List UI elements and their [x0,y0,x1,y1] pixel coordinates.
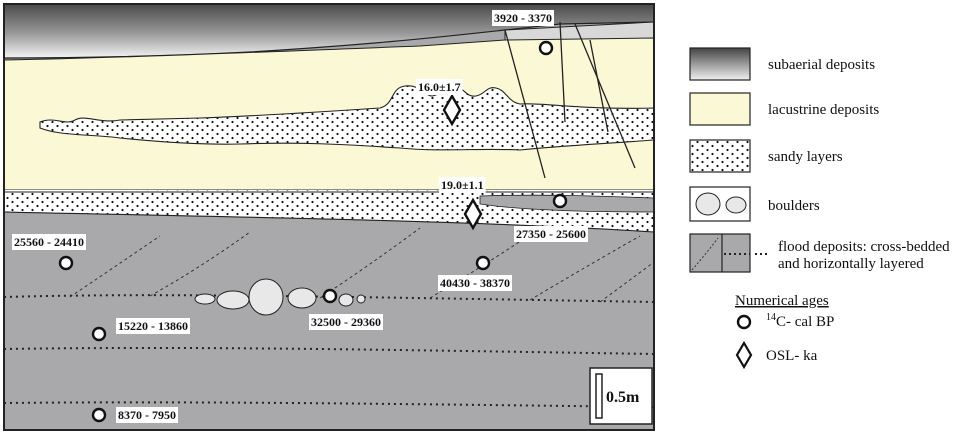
fault-lines [504,21,636,179]
legend-osl-label: OSL- ka [766,348,818,364]
c14-sample-circle-icon [91,326,107,342]
sandy-lens-upper [39,85,654,151]
c14-age-label-bg [309,314,383,330]
c14-age-label: 15220 - 13860 [118,319,188,333]
c14-age-label: 8370 - 7950 [118,408,176,422]
c14-age-label: 25560 - 24410 [14,235,84,249]
legend-c14-circle-icon [736,314,752,330]
c14-age-label: 3920 - 3370 [494,11,552,25]
c14-sample-circle-icon [91,407,107,423]
c14-age-label-bg [12,234,86,250]
stratigraphic-section [4,4,654,430]
c14-age-label: 32500 - 29360 [311,315,381,329]
numerical-ages-title: Numerical ages [735,293,829,309]
legend-label-sandy: sandy layers [768,149,843,165]
osl-age-label-bg [439,177,486,193]
c14-age-label-bg [116,318,190,334]
c14-age-label-bg [492,10,554,26]
c14-age-label-bg [438,275,512,291]
legend-swatch-subaerial [689,47,751,81]
section-frame [3,3,655,431]
legend-label-lacustrine: lacustrine deposits [768,102,879,118]
legend-label-subaerial: subaerial deposits [768,57,875,73]
osl-sample-diamond-icon [463,197,483,231]
legend-label-flood-line1: flood deposits: cross-bedded [778,239,950,255]
legend-c14-sup: 14 [766,312,776,323]
boulders [194,278,366,316]
scale-bar-label: 0.5m [606,389,640,406]
age-markers: 3920 - 3370 27350 - 25600 25560 - 24410 404… [12,10,588,423]
legend-osl-diamond-icon [735,340,753,370]
scale-bar: 0.5m [589,367,653,425]
c14-sample-circle-icon [322,288,338,304]
c14-age-label: 40430 - 38370 [440,276,510,290]
legend-c14-text: 14C- cal BP [766,312,834,330]
c14-age-label-bg [514,226,588,242]
c14-sample-circle-icon [58,255,74,271]
osl-sample-diamond-icon [442,93,462,127]
osl-age-label: 19.0±1.1 [441,178,484,192]
legend-label-boulders: boulders [768,198,820,214]
legend: subaerial deposits lacustrine deposits s… [689,47,950,370]
legend-swatch-lacustrine [689,92,751,126]
legend-label-flood-line2: and horizontally layered [778,256,924,272]
c14-sample-circle-icon [538,40,554,56]
legend-c14-label: C- cal BP [776,314,834,330]
c14-age-label-bg [116,407,178,423]
osl-age-label: 16.0±1.7 [418,80,461,94]
c14-sample-circle-icon [552,193,568,209]
subaerial-deposits-layer [4,4,654,59]
c14-age-label: 27350 - 25600 [516,227,586,241]
legend-swatch-sandy [689,139,751,173]
osl-age-label-bg [416,79,463,95]
c14-sample-circle-icon [475,255,491,271]
